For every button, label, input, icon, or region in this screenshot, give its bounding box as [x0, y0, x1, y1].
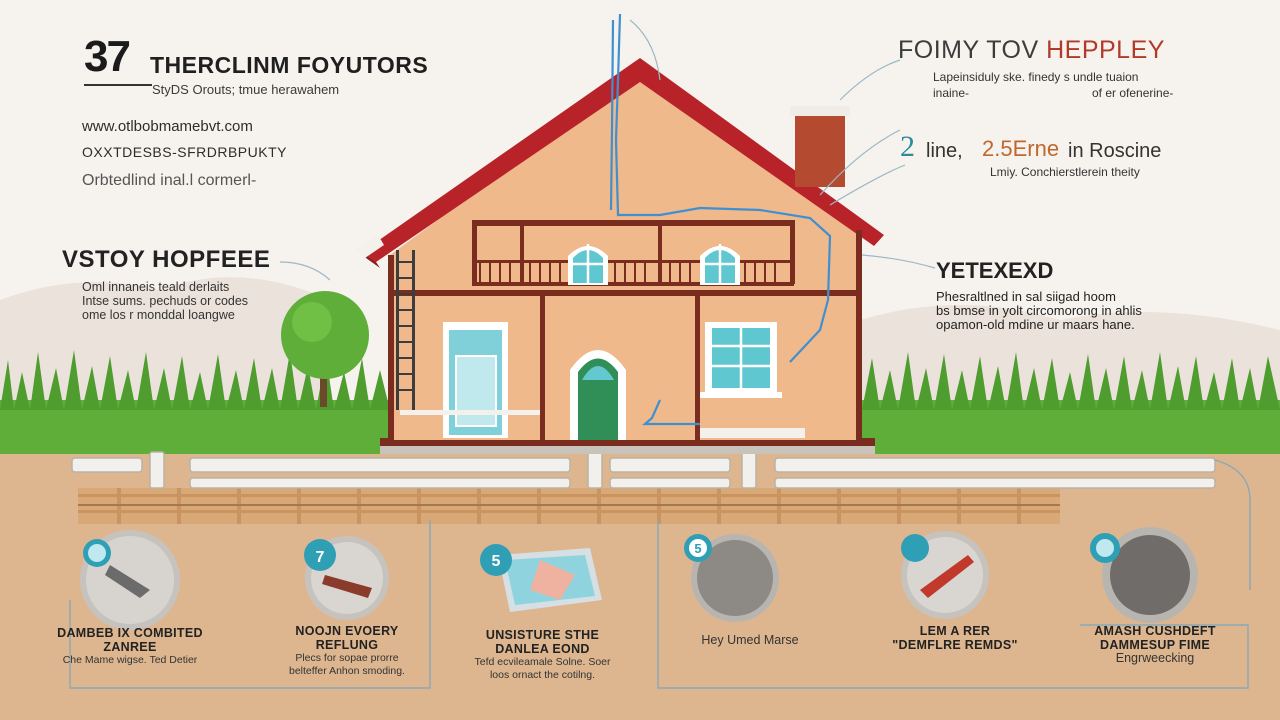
tree [281, 291, 369, 407]
step-caption-2: NOOJN EVOERY REFLUNG Plecs for sopae pro… [262, 624, 432, 678]
step-3-body-2: loos ornact the cotilng. [489, 669, 596, 681]
step-caption-5: LEM A RER "DEMFLRE REMDS" [870, 624, 1040, 652]
step-3-title: UNSISTURE STHE [485, 628, 600, 642]
right-top-heading-a: FOIMY TOV [898, 36, 1047, 64]
step-6-body: Engrweecking [1115, 651, 1195, 665]
right-top-line-1: Lapeinsiduly ske. finedy s undle tuaion [933, 70, 1139, 84]
right-mid-line-1: Phesraltlned in sal siigad hoom [936, 289, 1116, 304]
step-caption-4: Hey Umed Marse [680, 634, 820, 647]
header-title: THERCLINM FOYUTORS [150, 52, 429, 78]
grass-right [862, 352, 1280, 454]
right-stat-label-2: in Roscine [1068, 140, 1162, 162]
step-badge-4: 5 [694, 541, 701, 556]
right-top-line-2a: inaine- [933, 86, 970, 100]
right-mid-line-2: bs bmse in yolt circomorong in ahlis [936, 303, 1142, 318]
left-callout-line-3: ome los r monddal loangwe [82, 308, 235, 322]
step-4-body: Hey Umed Marse [701, 633, 799, 647]
right-stat-sub: Lmiy. Conchierstlerein theity [990, 165, 1140, 179]
step-1-body: Che Mame wigse. Ted Detier [62, 654, 198, 666]
right-top-line-2b: of er ofenerine- [1092, 86, 1174, 100]
annotation-lines [279, 19, 936, 281]
step-badge-3: 5 [492, 553, 501, 570]
connector-lines [69, 459, 1251, 689]
grass-left [0, 350, 390, 454]
step-illustrations [80, 527, 1198, 630]
step-5-title: LEM A RER [919, 624, 991, 638]
step-6-title-2: DAMMESUP FIME [1100, 638, 1210, 652]
underground-pipes [71, 451, 1216, 489]
step-2-body-2: belteffer Anhon smoding. [289, 665, 405, 677]
right-top-heading: FOIMY TOV HEPPLEY [898, 36, 1165, 65]
step-2-title-2: REFLUNG [315, 638, 379, 652]
step-1-title-2: ZANREE [103, 640, 157, 654]
foundation-bricks [78, 488, 1060, 524]
right-stat-number: 2 [900, 130, 915, 163]
step-badge-2: 7 [316, 549, 325, 566]
header-url: www.otlbobmamebvt.com [82, 118, 253, 135]
step-5-title-2: "DEMFLRE REMDS" [892, 638, 1018, 652]
background-hills [0, 277, 1280, 400]
right-mid-line-3: opamon-old mdine ur maars hane. [936, 317, 1135, 332]
right-stat-label-1: line, [926, 140, 963, 162]
step-3-title-2: DANLEA EOND [495, 642, 590, 656]
step-2-title: NOOJN EVOERY [295, 624, 399, 638]
header-caps-line: OXXTDESBS-SFRDRBPUKTY [82, 144, 287, 160]
left-callout-line-1: Oml innaneis teald derlaits [82, 280, 230, 294]
right-mid-heading: YETEXEXD [936, 258, 1054, 283]
left-callout-line-2: Intse sums. pechuds or codes [82, 294, 249, 308]
header-rule [84, 84, 152, 86]
header-number: 37 [84, 32, 131, 81]
right-top-heading-b: HEPPLEY [1046, 36, 1165, 64]
step-caption-6: AMASH CUSHDEFT DAMMESUP FIME Engrweeckin… [1070, 624, 1240, 665]
left-callout-heading: VSTOY HOPFEEE [62, 246, 271, 273]
water-lines [609, 13, 832, 426]
header-tagline: Orbtedlind inal.l cormerl- [82, 172, 257, 189]
header-subtitle: StyDS Orouts; tmue herawahem [152, 82, 340, 97]
right-stat-value: 2.5Erne [982, 136, 1060, 161]
step-caption-3: UNSISTURE STHE DANLEA EOND Tefd ecvileam… [455, 628, 630, 682]
step-1-title: DAMBEB IX COMBITED [57, 626, 203, 640]
house [355, 58, 884, 440]
step-3-body: Tefd ecvileamale Solne. Soer [474, 656, 611, 668]
step-2-body: Plecs for sopae prorre [295, 652, 399, 664]
step-6-title: AMASH CUSHDEFT [1094, 624, 1216, 638]
step-caption-1: DAMBEB IX COMBITED ZANREE Che Mame wigse… [40, 626, 220, 667]
